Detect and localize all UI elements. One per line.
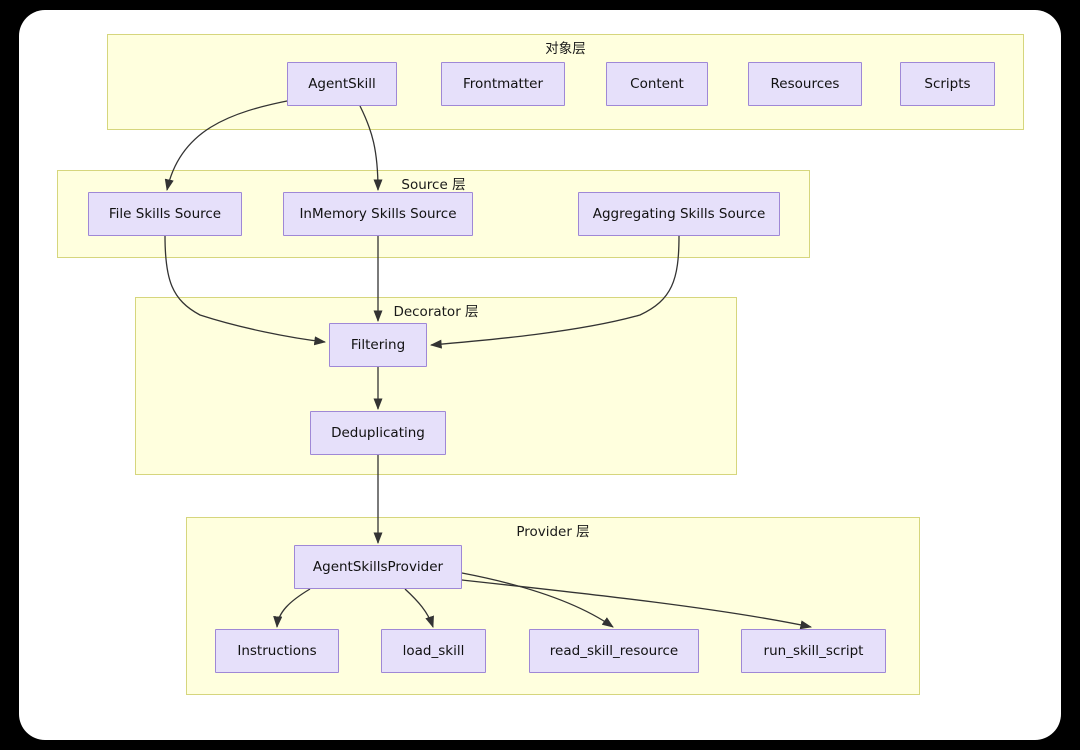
- node-deduplicating[interactable]: Deduplicating: [310, 411, 446, 455]
- node-file-skills-source-label: File Skills Source: [108, 206, 222, 222]
- cluster-decorator-layer-title: Decorator 层: [393, 304, 479, 320]
- node-load-skill-label: load_skill: [402, 643, 465, 659]
- node-scripts[interactable]: Scripts: [900, 62, 995, 106]
- node-frontmatter-label: Frontmatter: [462, 76, 543, 92]
- node-agentskillsprovider[interactable]: AgentSkillsProvider: [294, 545, 462, 589]
- node-agentskill[interactable]: AgentSkill: [287, 62, 397, 106]
- node-filtering-label: Filtering: [350, 337, 406, 353]
- node-inmemory-skills-source-label: InMemory Skills Source: [299, 206, 457, 222]
- node-resources-label: Resources: [770, 76, 840, 92]
- node-load-skill[interactable]: load_skill: [381, 629, 486, 673]
- node-run-skill-script[interactable]: run_skill_script: [741, 629, 886, 673]
- cluster-source-layer-title: Source 层: [401, 177, 466, 193]
- node-run-skill-script-label: run_skill_script: [763, 643, 864, 659]
- node-aggregating-skills-source-label: Aggregating Skills Source: [592, 206, 766, 222]
- node-content[interactable]: Content: [606, 62, 708, 106]
- node-content-label: Content: [630, 76, 684, 92]
- cluster-provider-layer-title: Provider 层: [516, 524, 590, 540]
- node-agentskillsprovider-label: AgentSkillsProvider: [312, 559, 444, 575]
- node-instructions-label: Instructions: [237, 643, 317, 659]
- node-scripts-label: Scripts: [924, 76, 971, 92]
- cluster-object-layer-title: 对象层: [545, 41, 586, 57]
- node-read-skill-resource-label: read_skill_resource: [549, 643, 679, 659]
- node-frontmatter[interactable]: Frontmatter: [441, 62, 565, 106]
- node-aggregating-skills-source[interactable]: Aggregating Skills Source: [578, 192, 780, 236]
- node-read-skill-resource[interactable]: read_skill_resource: [529, 629, 699, 673]
- node-instructions[interactable]: Instructions: [215, 629, 339, 673]
- node-agentskill-label: AgentSkill: [308, 76, 376, 92]
- node-filtering[interactable]: Filtering: [329, 323, 427, 367]
- node-file-skills-source[interactable]: File Skills Source: [88, 192, 242, 236]
- node-inmemory-skills-source[interactable]: InMemory Skills Source: [283, 192, 473, 236]
- node-resources[interactable]: Resources: [748, 62, 862, 106]
- cluster-object-layer: 对象层: [107, 34, 1024, 130]
- node-deduplicating-label: Deduplicating: [331, 425, 425, 441]
